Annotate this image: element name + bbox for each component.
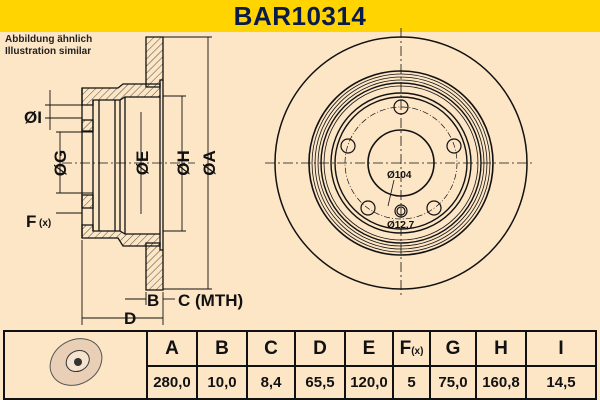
hole-diameter-label: Ø12,7 <box>387 220 415 231</box>
front-view <box>265 28 535 298</box>
value-d: 65,5 <box>294 365 346 400</box>
value-f: 5 <box>392 365 431 400</box>
part-number-title: BAR10314 <box>233 1 367 31</box>
value-c: 8,4 <box>246 365 296 400</box>
label-dim-f: F <box>26 212 36 231</box>
header-f-letter: F <box>399 337 412 359</box>
disc-thumbnail-cell <box>3 330 148 400</box>
label-dim-e: ØE <box>133 151 152 176</box>
label-dim-a: ØA <box>200 150 219 176</box>
value-e: 120,0 <box>344 365 394 400</box>
side-section-view <box>45 36 212 325</box>
label-dim-d: D <box>124 309 136 328</box>
brake-disc-icon <box>49 338 102 386</box>
header-f: F(x) <box>392 330 431 367</box>
header-f-sub: (x) <box>411 345 424 357</box>
pcd-label: Ø104 <box>387 170 412 181</box>
label-dim-c: C (MTH) <box>178 291 243 310</box>
header-g: G <box>429 330 477 367</box>
value-a: 280,0 <box>146 365 198 400</box>
header-b: B <box>196 330 248 367</box>
header-h: H <box>475 330 527 367</box>
technical-drawing: ØI ØG ØE ØH ØA F (x) B C (MTH) D <box>24 28 535 328</box>
value-b: 10,0 <box>196 365 248 400</box>
dimensions-table: A B C D E F(x) G H I 280,0 10,0 8,4 65,5… <box>3 330 597 400</box>
value-h: 160,8 <box>475 365 527 400</box>
label-dim-h: ØH <box>174 150 193 176</box>
label-dim-g: ØG <box>51 150 70 176</box>
value-i: 14,5 <box>525 365 597 400</box>
header-bar: BAR10314 <box>0 0 600 32</box>
label-dim-f-sub: (x) <box>39 218 51 229</box>
header-d: D <box>294 330 346 367</box>
bolt-holes <box>340 99 462 218</box>
illustration-note: Abbildung ähnlich Illustration similar <box>5 34 92 58</box>
value-g: 75,0 <box>429 365 477 400</box>
header-i: I <box>525 330 597 367</box>
note-english: Illustration similar <box>5 46 92 57</box>
header-e: E <box>344 330 394 367</box>
label-dim-i: ØI <box>24 108 42 127</box>
header-a: A <box>146 330 198 367</box>
header-c: C <box>246 330 296 367</box>
label-dim-b: B <box>147 291 159 310</box>
note-german: Abbildung ähnlich <box>5 34 93 45</box>
